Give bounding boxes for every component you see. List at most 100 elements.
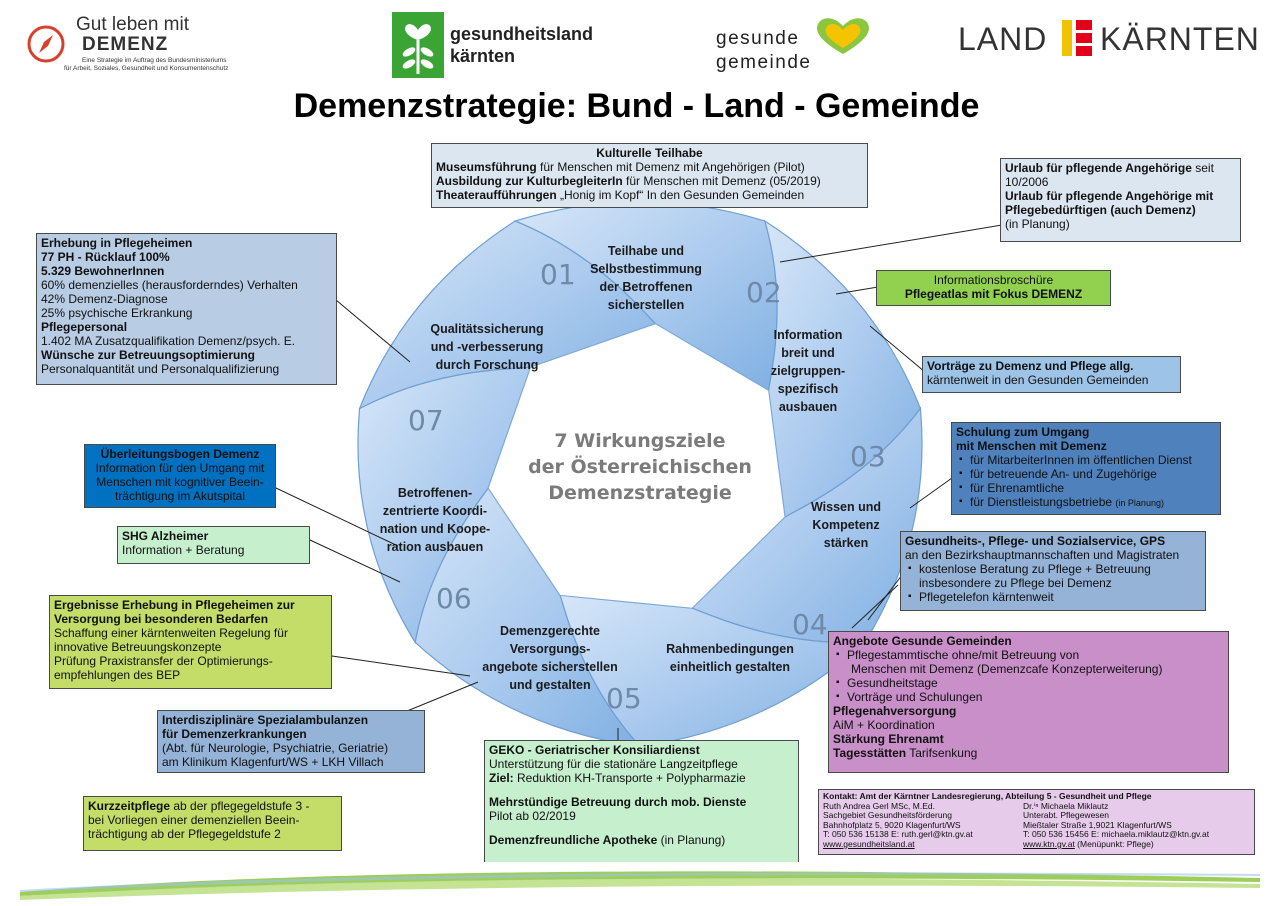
logo1-sub2: für Arbeit, Soziales, Gesundheit und Kon…: [64, 65, 229, 72]
goal-label-04-line: einheitlich gestalten: [669, 660, 791, 674]
ergebnisse-l3: Prüfung Praxistransfer der Optimierungs-: [54, 654, 273, 668]
goal-label-04-line: Rahmenbedingungen: [666, 642, 794, 656]
geko-l2b: Ziel:: [489, 771, 514, 785]
ambulanz-l2: am Klinikum Klagenfurt/WS + LKH Villach: [162, 755, 384, 769]
box-schulung: Schulung zum Umgang mit Menschen mit Dem…: [951, 422, 1221, 515]
kontakt-a2: Sachgebiet Gesundheitsförderung: [823, 810, 953, 821]
kultur-l3: „Honig im Kopf“ In den Gesunden Gemeinde…: [556, 188, 805, 202]
connector-ergebnisse: [331, 655, 471, 677]
goal-label-02-line: ausbauen: [778, 400, 838, 414]
kurzzeit-l1b: Kurzzeitpflege: [88, 799, 171, 813]
gps-t1: Gesundheits-, Pflege- und Sozialservice,…: [905, 534, 1166, 548]
ergebnisse-t1: Ergebnisse Erhebung in Pflegeheimen zur: [54, 598, 295, 612]
ergebnisse-t2: Versorgung bei besonderen Bedarfen: [54, 612, 269, 626]
schulung-b4: für Dienstleistungsbetriebe: [970, 495, 1113, 509]
goal-label-07-line: durch Forschung: [435, 358, 539, 372]
goal-label-04: Rahmenbedingungen einheitlich gestalten: [648, 640, 812, 676]
connector-vortraege: [869, 325, 926, 373]
goal-label-02-line: breit und: [781, 346, 835, 360]
goal-label-05-line: und gestalten: [509, 678, 591, 692]
angebote-b3: Vorträge und Schulungen: [833, 690, 1224, 704]
goal-label-06-line: Betroffenen-: [397, 486, 473, 500]
shg-l1: Information + Beratung: [122, 543, 245, 557]
urlaub-l5: (in Planung): [1005, 217, 1070, 231]
logo3-line1: gesunde: [716, 28, 800, 49]
erhebung-l5: Personalquantität und Personalqualifizie…: [41, 362, 280, 376]
goal-label-06-line: zentrierte Koordi-: [382, 504, 488, 518]
erhebung-t5: Wünsche zur Betreuungsoptimierung: [41, 348, 256, 362]
kultur-l1: für Menschen mit Demenz mit Angehörigen …: [536, 160, 805, 174]
ueberleitung-l3: trächtigung im Akutspital: [114, 489, 246, 503]
logo4-left: LAND: [958, 21, 1048, 57]
ambulanz-t2: für Demenzerkrankungen: [162, 727, 307, 741]
ergebnisse-l4: empfehlungen des BEP: [54, 668, 181, 682]
logo4-right: KÄRNTEN: [1100, 21, 1260, 57]
erhebung-t1: Erhebung in Pflegeheimen: [41, 236, 193, 250]
kontakt-b3: Mießtaler Straße 1,9021 Klagenfurt/WS: [1023, 819, 1172, 830]
vortraege-l1b: Vorträge zu Demenz und Pflege allg.: [927, 359, 1134, 373]
angebote-l4: Tarifsenkung: [906, 746, 978, 760]
erhebung-l2: 42% Demenz-Diagnose: [41, 292, 168, 306]
box-kurzzeitpflege: Kurzzeitpflege ab der pflegegeldstufe 3 …: [83, 796, 342, 851]
kultur-l2b: Ausbildung zur KulturbegleiterIn: [436, 174, 623, 188]
logo2-line1: gesundheitsland: [450, 24, 594, 44]
goal-label-05-line: Demenzgerechte: [499, 624, 601, 638]
gps-b1b: insbesondere zu Pflege bei Demenz: [919, 576, 1112, 590]
goal-number-05: 05: [606, 682, 642, 715]
kultur-l3b: Theateraufführungen: [436, 188, 557, 202]
kontakt-t1: Kontakt: Amt der Kärntner Landesregierun…: [823, 791, 1152, 801]
connector-angebote: [851, 584, 899, 629]
angebote-t1: Angebote Gesunde Gemeinden: [833, 634, 1012, 648]
erhebung-l4: 1.402 MA Zusatzqualifikation Demenz/psyc…: [41, 334, 296, 348]
connector-shg: [309, 539, 401, 583]
angebote-l2: AiM + Koordination: [833, 718, 935, 732]
goal-number-02: 02: [746, 276, 782, 309]
urlaub-l1: seit: [1191, 161, 1214, 175]
heart-icon: [817, 18, 869, 54]
box-vortraege: Vorträge zu Demenz und Pflege allg. kärn…: [922, 356, 1181, 393]
schulung-t2: mit Menschen mit Demenz: [956, 439, 1107, 453]
urlaub-l1b: Urlaub für pflegende Angehörige: [1005, 161, 1192, 175]
urlaub-l3b: Urlaub für pflegende Angehörige mit: [1005, 189, 1214, 203]
kultur-l2: für Menschen mit Demenz (05/2019): [622, 174, 821, 188]
logo-gesundheitsland-kaernten: gesundheitsland kärnten: [392, 12, 594, 80]
shg-t1: SHG Alzheimer: [122, 529, 209, 543]
box-spezialambulanzen: Interdisziplinäre Spezialambulanzen für …: [157, 710, 425, 773]
goal-label-02-line: zielgruppen-: [770, 364, 846, 378]
kontakt-b4: T: 050 536 15456 E: michaela.miklautz@kt…: [1023, 829, 1210, 840]
logo-land-kaernten: LAND KÄRNTEN: [958, 18, 1263, 60]
goal-label-01-line: sicherstellen: [607, 298, 685, 312]
gps-b1: kostenlose Beratung zu Pflege + Betreuun…: [905, 562, 1201, 576]
box-gps: Gesundheits-, Pflege- und Sozialservice,…: [900, 531, 1206, 611]
kontakt-a4: T: 050 536 15138 E: ruth.gerl@ktn.gv.at: [823, 829, 973, 840]
kultur-l1b: Museumsführung: [436, 160, 537, 174]
box-ueberleitungsbogen: Überleitungsbogen Demenz Information für…: [84, 444, 276, 508]
geko-l4: (in Planung): [657, 833, 726, 847]
goal-label-02-line: Information: [773, 328, 843, 342]
kaernten-flag-icon: [1062, 20, 1092, 56]
schulung-b4-small: (in Planung): [1115, 498, 1164, 508]
erhebung-l3: 25% psychische Erkrankung: [41, 306, 193, 320]
goal-label-02-line: spezifisch: [777, 382, 839, 396]
ueberleitung-t1: Überleitungsbogen Demenz: [100, 447, 260, 461]
kontakt-b1: Dr.ⁱⁿ Michaela Miklautz: [1023, 800, 1109, 811]
goal-label-06: Betroffenen-zentrierte Koordi-nation und…: [368, 484, 502, 556]
goal-label-06-line: nation und Koope-: [379, 522, 491, 536]
ambulanz-l1: (Abt. für Neurologie, Psychiatrie, Geria…: [162, 741, 389, 755]
connector-urlaub: [779, 224, 1003, 263]
angebote-t2: Pflegenahversorgung: [833, 704, 957, 718]
kontakt-a3: Bahnhofplatz 5, 9020 Klagenfurt/WS: [823, 819, 961, 830]
kontakt-a5-link[interactable]: www.gesundheitsland.at: [823, 838, 915, 849]
info-l2b: Pflegeatlas mit Fokus DEMENZ: [904, 287, 1083, 301]
kurzzeit-l3: trächtigung ab der Pflegegeldstufe 2: [88, 827, 281, 841]
goal-number-01: 01: [540, 258, 576, 291]
goal-label-03-line: Wissen und: [810, 500, 882, 514]
schulung-b3: für Ehrenamtliche: [956, 481, 1216, 495]
box-kontakt: Kontakt: Amt der Kärntner Landesregierun…: [818, 789, 1255, 855]
box-informationsbroschuere: Informationsbroschüre Pflegeatlas mit Fo…: [876, 270, 1111, 306]
goal-label-02: Information breit und zielgruppen-spezifis…: [748, 326, 868, 416]
kontakt-b5-link[interactable]: www.ktn.gv.at: [1023, 838, 1075, 849]
